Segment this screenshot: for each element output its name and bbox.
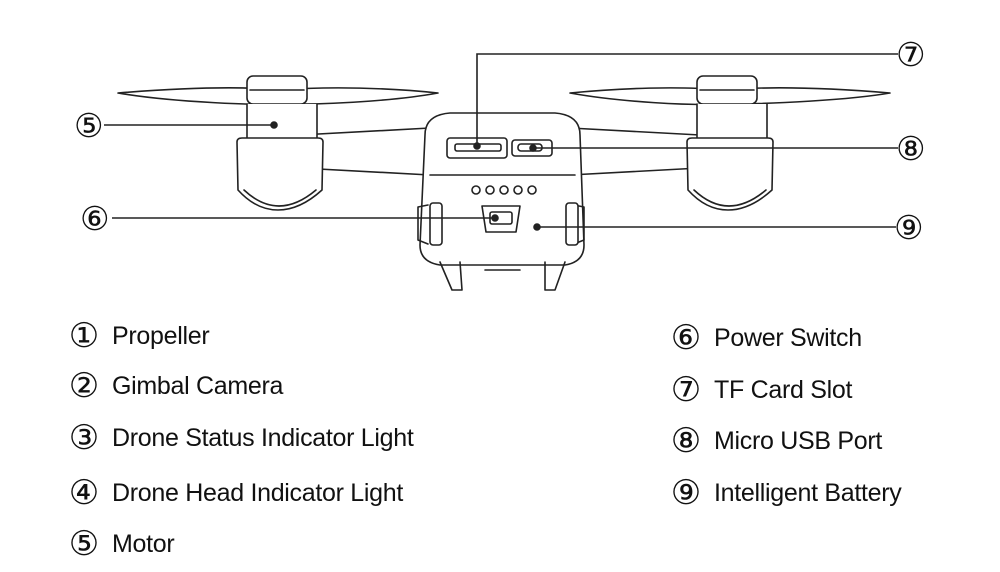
drone-body xyxy=(419,112,585,266)
callout-power-switch: ⑥ xyxy=(80,199,110,238)
right-arm xyxy=(569,127,701,176)
legend-number: ⑦ xyxy=(670,370,702,410)
legend-item-battery: ⑨ Intelligent Battery xyxy=(668,473,902,513)
legend-item-micro-usb: ⑧ Micro USB Port xyxy=(668,421,883,461)
legend-number: ⑧ xyxy=(670,421,702,461)
leader-line-tf-card xyxy=(476,53,898,146)
power-switch xyxy=(481,205,521,233)
legend-number: ③ xyxy=(68,418,100,458)
right-motor xyxy=(696,103,768,143)
legend-label: Motor xyxy=(112,529,175,558)
battery-led xyxy=(513,185,523,195)
battery-led xyxy=(527,185,537,195)
legend-number: ① xyxy=(68,316,100,356)
legend-label: Gimbal Camera xyxy=(112,371,284,400)
left-leg xyxy=(439,261,463,291)
legend-number: ⑥ xyxy=(670,318,702,358)
legend-item-propeller: ① Propeller xyxy=(66,316,210,356)
battery-led xyxy=(499,185,509,195)
legend-number: ④ xyxy=(68,473,100,513)
legend-number: ② xyxy=(68,366,100,406)
drone-rear-view-diagram: ⑤ ⑥ ⑦ ⑧ ⑨ xyxy=(74,35,926,291)
right-leg xyxy=(544,261,566,291)
legend-item-power-switch: ⑥ Power Switch xyxy=(668,318,862,358)
legend-label: Propeller xyxy=(112,321,210,350)
left-motor-pod xyxy=(236,137,324,211)
legend-item-motor: ⑤ Motor xyxy=(66,524,175,564)
legend-number: ⑤ xyxy=(68,524,100,564)
legend-item-gimbal-camera: ② Gimbal Camera xyxy=(66,366,284,406)
legend-label: Micro USB Port xyxy=(714,426,883,455)
left-motor xyxy=(246,103,318,143)
right-battery-clip xyxy=(573,204,585,245)
legend-label: Intelligent Battery xyxy=(714,478,902,507)
legend-label: Drone Head Indicator Light xyxy=(112,478,403,507)
callout-micro-usb: ⑧ xyxy=(896,129,926,168)
legend-number: ⑨ xyxy=(670,473,702,513)
callout-tf-card-slot: ⑦ xyxy=(896,35,926,74)
callout-motor: ⑤ xyxy=(74,106,104,145)
battery-led xyxy=(471,185,481,195)
legend-item-head-light: ④ Drone Head Indicator Light xyxy=(66,473,404,513)
left-battery-clip xyxy=(417,204,429,245)
legend-label: TF Card Slot xyxy=(714,375,853,404)
legend-label: Power Switch xyxy=(714,323,862,352)
legend-item-tf-card-slot: ⑦ TF Card Slot xyxy=(668,370,853,410)
callout-battery: ⑨ xyxy=(894,208,924,247)
legend-label: Drone Status Indicator Light xyxy=(112,423,414,452)
legend-item-status-light: ③ Drone Status Indicator Light xyxy=(66,418,414,458)
right-motor-pod xyxy=(686,137,774,211)
battery-led xyxy=(485,185,495,195)
